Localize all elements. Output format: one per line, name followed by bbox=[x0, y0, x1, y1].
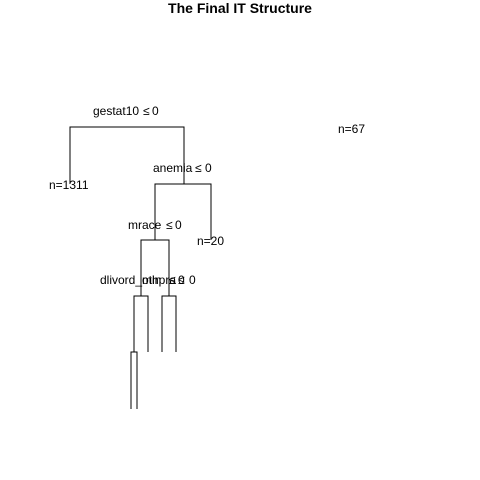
leaf-right-anemia: n=20 bbox=[197, 234, 224, 248]
edge-dlivord bbox=[133, 295, 149, 352]
split-othpra: othpra ≤ 0 bbox=[142, 273, 196, 287]
split-othpra-operator: ≤ bbox=[178, 273, 185, 287]
split-anemia: anemia ≤ 0 bbox=[153, 161, 212, 175]
split-mrace-variable: mrace bbox=[128, 218, 162, 232]
split-dlivord-variable: dlivord_min bbox=[100, 273, 161, 287]
leaf-left-root: n=1311 bbox=[49, 178, 89, 192]
split-root-operator: ≤ bbox=[143, 104, 150, 118]
split-root: gestat10 ≤ 0 bbox=[93, 104, 159, 118]
leaf-separate: n=67 bbox=[338, 122, 365, 136]
diagram-title: The Final IT Structure bbox=[168, 0, 312, 16]
edge-anemia bbox=[154, 183, 212, 240]
split-mrace-operator: ≤ bbox=[166, 218, 173, 232]
split-dlivord: dlivord_min ≤ 0 bbox=[100, 273, 185, 287]
split-anemia-operator: ≤ bbox=[195, 161, 202, 175]
split-mrace-value: 0 bbox=[175, 218, 182, 232]
split-mrace: mrace ≤ 0 bbox=[128, 218, 182, 232]
split-dlivord-operator: ≤ bbox=[169, 273, 176, 287]
split-othpra-variable: othpra bbox=[142, 273, 176, 287]
split-anemia-value: 0 bbox=[205, 161, 212, 175]
split-anemia-variable: anemia bbox=[153, 161, 193, 175]
edge-root bbox=[69, 126, 185, 184]
split-dlivord-value: 0 bbox=[178, 273, 185, 287]
split-othpra-value: 0 bbox=[189, 273, 196, 287]
edge-othpra bbox=[161, 295, 177, 352]
split-root-value: 0 bbox=[152, 104, 159, 118]
edge-deep bbox=[130, 351, 138, 409]
split-root-variable: gestat10 bbox=[93, 104, 139, 118]
edge-mrace bbox=[140, 239, 170, 296]
